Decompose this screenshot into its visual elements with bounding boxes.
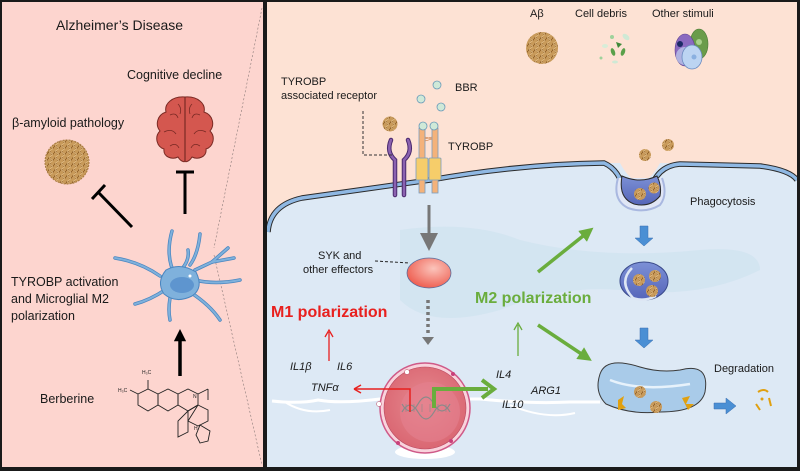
- stimulus-label-abeta: Aβ: [530, 8, 544, 20]
- syk-label-line2: other effectors: [303, 264, 374, 276]
- degradation-label: Degradation: [714, 363, 774, 375]
- microglia-label-line1: TYROBP activation: [11, 275, 119, 289]
- stimulus-label-cell-debris: Cell debris: [575, 8, 627, 20]
- cell-debris-icon: [599, 33, 630, 64]
- chem-h3c-label: H₃C: [142, 370, 152, 376]
- receptor-label-line2: associated receptor: [281, 90, 377, 102]
- m2-polarization-label: M2 polarization: [475, 290, 592, 307]
- tyrobp-associated-receptor-icon: [386, 137, 413, 198]
- m1-polarization-label: M1 polarization: [271, 304, 388, 321]
- zoom-guide-line: [213, 7, 263, 249]
- degraded-fragments-icon: [755, 389, 772, 411]
- tyrobp-label: TYROBP: [448, 141, 494, 153]
- berberine-structure-icon: [129, 380, 211, 444]
- arrowhead: [422, 337, 434, 345]
- m2-transcription-arrow: [432, 387, 488, 408]
- syk-effector-icon: [406, 257, 452, 289]
- phagocytic-cup-icon: [615, 175, 666, 212]
- right-panel-border: [265, 0, 799, 469]
- cytoplasm-swirl: [400, 226, 760, 318]
- syk-label-line1: SYK and: [318, 250, 362, 262]
- inhibition-arrow-amyloid: [90, 183, 134, 229]
- chem-n-label: N: [193, 394, 197, 400]
- phagocytosis-label: Phagocytosis: [690, 196, 756, 208]
- amyloid-pathology-label: β-amyloid pathology: [12, 116, 125, 130]
- panel-title-alzheimers: Alzheimer’s Disease: [56, 17, 184, 33]
- syk-callout-line: [374, 260, 411, 264]
- abeta-particle-icon: [639, 149, 651, 161]
- gene-label-tnfa: TNFα: [311, 382, 339, 394]
- gene-label-il4: IL4: [496, 369, 512, 381]
- microglia-label-line2: and Microglial M2: [11, 292, 109, 306]
- m2-to-degradation-arrow: [537, 323, 592, 361]
- amyloid-plaque-icon: [44, 139, 90, 185]
- bbr-label: BBR: [455, 82, 478, 94]
- chem-h-label: H: [194, 426, 198, 432]
- microglia-label-line3: polarization: [11, 309, 75, 323]
- chem-h3c-label: H₃C: [118, 388, 128, 394]
- left-panel: [2, 2, 263, 467]
- brain-icon: [156, 96, 214, 163]
- cognitive-decline-label: Cognitive decline: [127, 68, 223, 82]
- amyloid-bound-icon: [382, 116, 398, 132]
- gene-label-il10: IL10: [502, 399, 524, 411]
- process-arrow: [634, 225, 737, 415]
- gene-label-il1b: IL1β: [290, 361, 312, 373]
- lysosome-icon: [597, 362, 707, 414]
- other-stimuli-icon: [674, 28, 709, 70]
- microglia-icon: [113, 229, 242, 322]
- m2-to-phagocytosis-arrow: [536, 227, 594, 274]
- gene-label-il6: IL6: [337, 361, 353, 373]
- abeta-icon: [526, 32, 558, 64]
- inhibition-arrow-cognitive: [176, 170, 194, 214]
- abeta-particle-icon: [662, 139, 674, 151]
- bbr-molecules-icon: [416, 80, 446, 131]
- m1-transcription-arrow: [355, 388, 411, 412]
- gene-label-arg1: ARG1: [531, 385, 561, 397]
- berberine-label: Berberine: [40, 392, 95, 406]
- zoom-guide-line: [213, 254, 263, 466]
- stimulus-label-other-stimuli: Other stimuli: [652, 8, 714, 20]
- receptor-label-line1: TYROBP: [281, 76, 327, 88]
- phagosome-icon: [619, 261, 669, 301]
